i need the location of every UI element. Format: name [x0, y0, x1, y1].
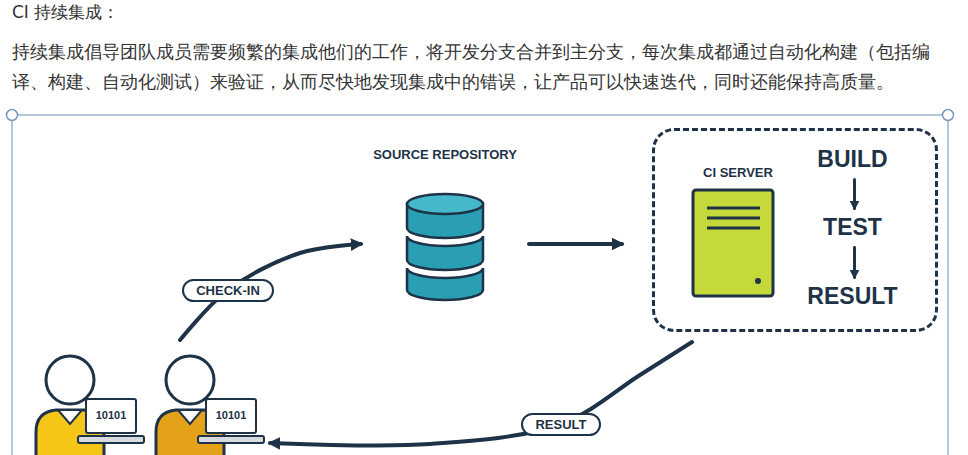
flow-arrow [853, 248, 856, 278]
database-icon [407, 194, 483, 300]
node-label: RESULT [799, 280, 905, 312]
image-frame [12, 115, 948, 455]
developer-icon [156, 356, 264, 455]
step-text: TEST [815, 211, 894, 245]
step-text: RESULT [799, 280, 909, 314]
flow-arrow [270, 342, 692, 445]
step-text: BUILD [809, 143, 899, 177]
edge-label: RESULT [521, 413, 600, 436]
node-label: 10101 [85, 398, 137, 434]
heading: CI 持续集成： [12, 1, 119, 23]
node-label: TEST [815, 211, 890, 243]
repository-node: SOURCE REPOSITORY [369, 143, 521, 295]
paragraph: 持续集成倡导团队成员需要频繁的集成他们的工作，将开发分支合并到主分支，每次集成都… [12, 37, 952, 97]
node-label: SOURCE REPOSITORY [369, 143, 521, 163]
flow-arrow [529, 242, 622, 246]
frame-handle [943, 110, 954, 121]
node-label: BUILD [809, 143, 895, 175]
server-icon [693, 190, 773, 296]
frame-handle [7, 110, 18, 121]
edge-label: CHECK-IN [182, 279, 274, 302]
flow-arrow [180, 244, 361, 340]
developer-node: 10101 [150, 340, 262, 455]
node-label: CI SERVER [675, 165, 801, 180]
developer-node: 10101 [30, 340, 142, 455]
ci-server-box: CI SERVER BUILD TEST RESULT [652, 128, 938, 332]
flow-arrow [853, 180, 856, 209]
node-label: 10101 [205, 398, 257, 434]
developer-icon [36, 356, 144, 455]
